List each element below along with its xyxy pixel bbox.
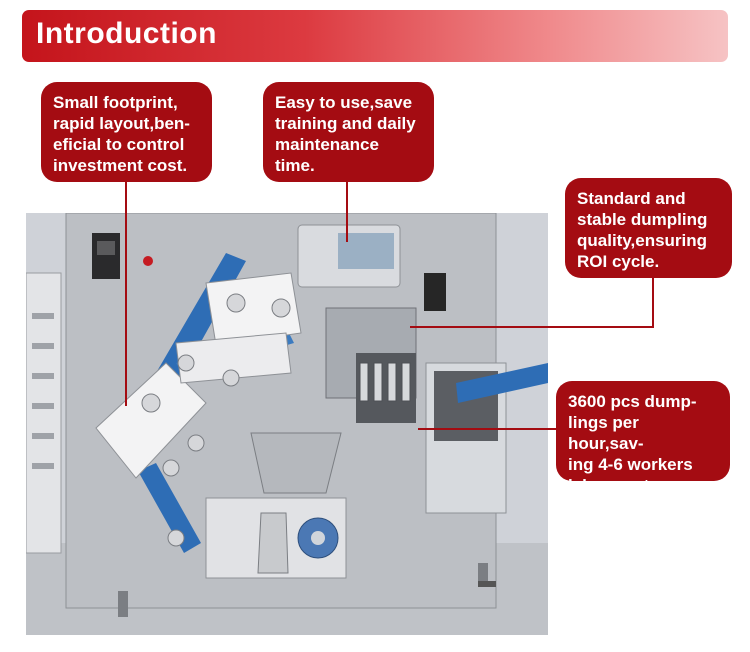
- callout-small-footprint: Small footprint, rapid layout,ben- efici…: [41, 82, 212, 182]
- banner-title: Introduction: [36, 17, 217, 50]
- callout-stable-quality: Standard and stable dumpling quality,ens…: [565, 178, 732, 278]
- intro-banner: Introduction: [22, 10, 728, 62]
- leader-line-quality-h: [410, 326, 654, 328]
- leader-line-capacity: [418, 428, 556, 430]
- dumpling-machine-illustration: [26, 213, 548, 635]
- machine-photo: [26, 213, 548, 635]
- leader-line-quality-v: [652, 278, 654, 328]
- callout-output-capacity: 3600 pcs dump- lings per hour,sav- ing 4…: [556, 381, 730, 495]
- leader-line-easy-use: [346, 182, 348, 242]
- leader-line-footprint: [125, 182, 127, 406]
- callout-easy-to-use: Easy to use,save training and daily main…: [263, 82, 434, 182]
